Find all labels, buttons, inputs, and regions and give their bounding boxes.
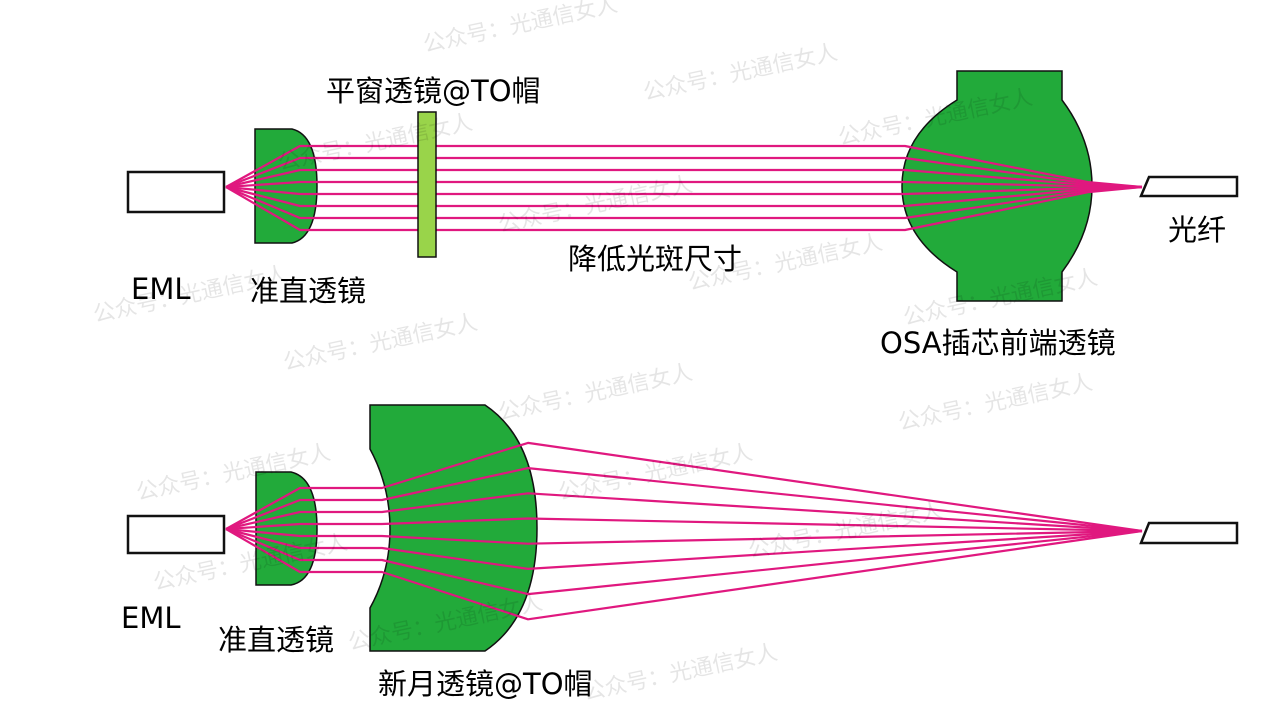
top-osa-lens <box>901 70 1093 302</box>
bottom-beam-rays <box>225 441 1143 621</box>
beam-ray <box>225 492 1143 533</box>
beam-ray <box>225 441 1143 533</box>
watermark-text: 公众号：光通信女人 <box>421 0 620 58</box>
watermark-text: 公众号：光通信女人 <box>641 40 840 106</box>
top-beam-label: 降低光斑尺寸 <box>568 242 742 276</box>
top-fiber-label: 光纤 <box>1168 213 1226 247</box>
bottom-diagram: EML 准直透镜 新月透镜@TO帽 <box>121 404 1239 701</box>
bottom-meniscus-lens <box>369 404 538 652</box>
bottom-meniscus-label: 新月透镜@TO帽 <box>378 667 593 701</box>
top-window-label: 平窗透镜@TO帽 <box>326 74 541 108</box>
top-fiber <box>1139 175 1239 198</box>
watermark-text: 公众号：光通信女人 <box>581 640 780 706</box>
watermark-text: 公众号：光通信女人 <box>496 360 695 426</box>
beam-ray <box>225 527 1143 596</box>
bottom-eml-label: EML <box>121 601 181 635</box>
top-eml-label: EML <box>131 272 191 306</box>
top-osa-label: OSA插芯前端透镜 <box>880 326 1116 360</box>
beam-ray <box>225 527 1143 571</box>
beam-ray <box>225 527 1143 545</box>
top-collimator-label: 准直透镜 <box>250 274 366 308</box>
bottom-eml-source <box>126 514 226 555</box>
beam-ray <box>225 517 1143 533</box>
watermark-text: 公众号：光通信女人 <box>281 310 480 376</box>
top-diagram: 平窗透镜@TO帽 EML 准直透镜 降低光斑尺寸 OSA插芯前端透镜 光纤 <box>126 70 1239 360</box>
bottom-collimator-label: 准直透镜 <box>218 623 334 657</box>
top-eml-source <box>126 170 226 214</box>
bottom-fiber <box>1139 521 1239 545</box>
beam-ray <box>225 467 1143 533</box>
top-beam-rays <box>225 144 1143 232</box>
beam-ray <box>225 528 1143 621</box>
beam-ray <box>225 185 1143 232</box>
watermark-text: 公众号：光通信女人 <box>896 370 1095 436</box>
top-window-lens <box>417 111 437 258</box>
